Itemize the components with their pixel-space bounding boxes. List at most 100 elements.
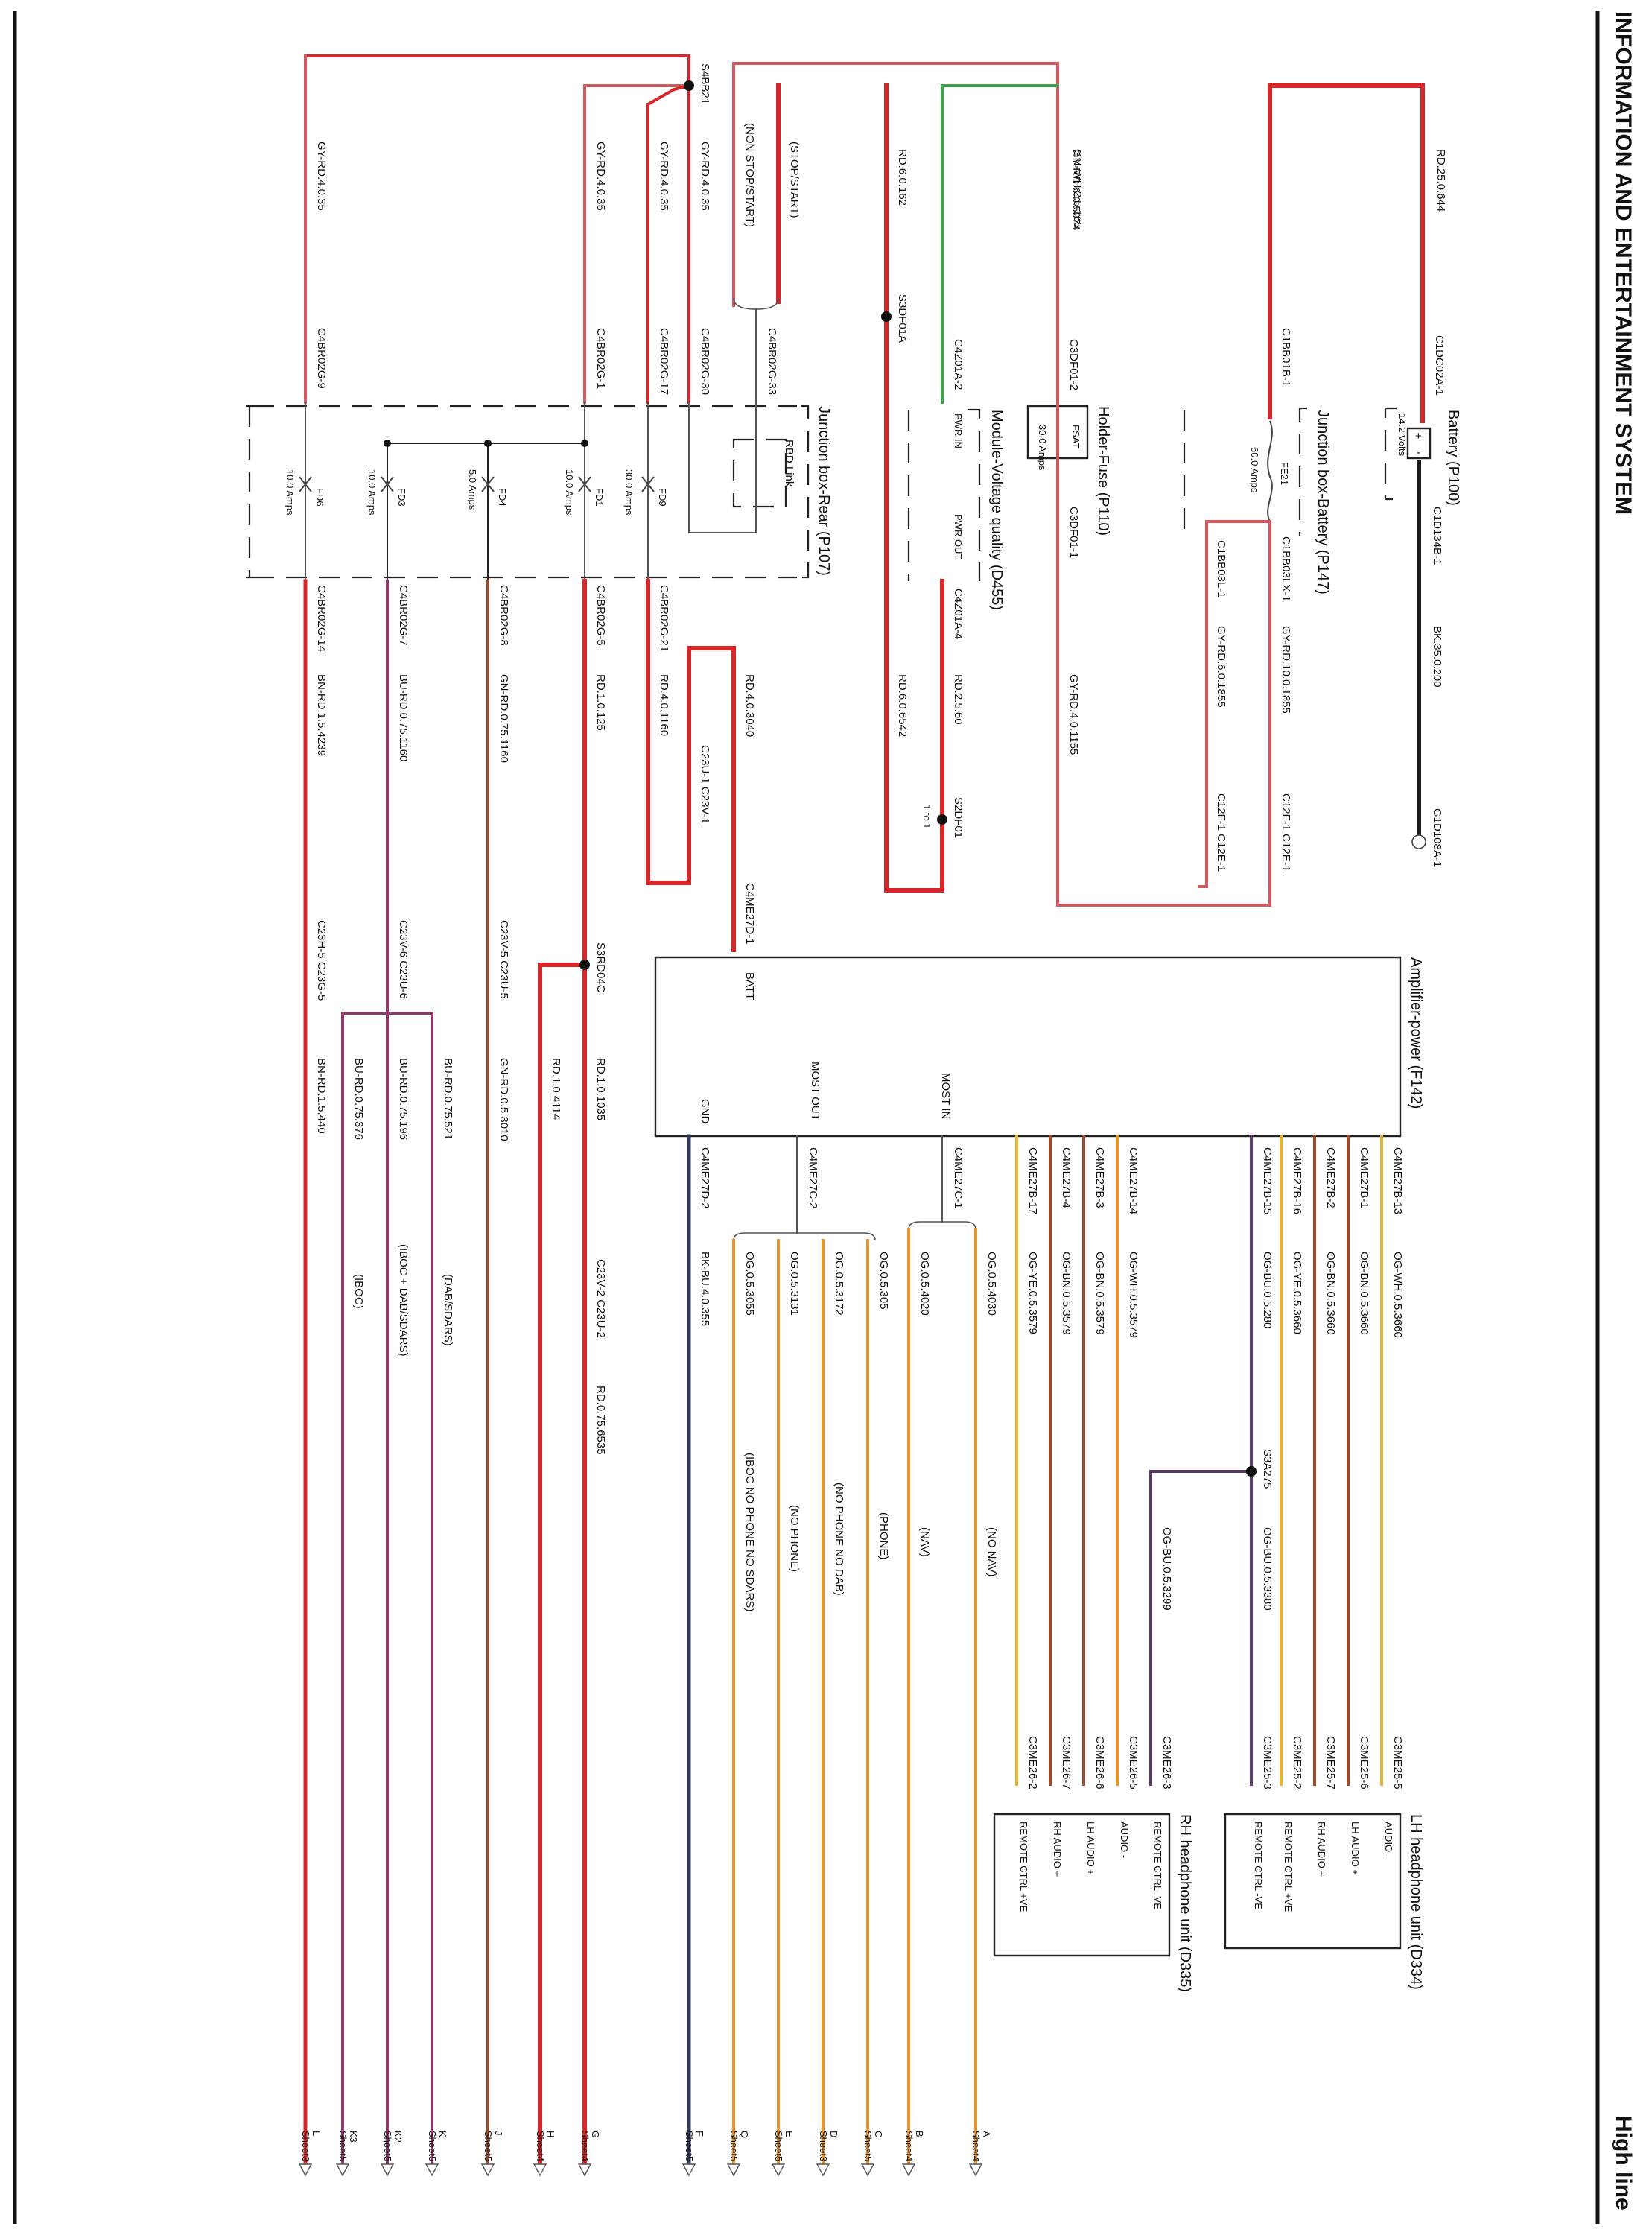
wire-label-gy-rd-4-1155: GY-RD.4.0.1155 bbox=[1067, 674, 1080, 755]
amp-most-in-label: MOST IN bbox=[939, 1073, 952, 1119]
splice-s3df01a bbox=[881, 311, 892, 322]
wire-label-og-3172: OG.0.5.3172 bbox=[833, 1252, 845, 1316]
sheet-ref-letter: E bbox=[784, 2131, 795, 2137]
amp-gnd-label: GND bbox=[699, 1099, 711, 1124]
variant-label: High line bbox=[1611, 2116, 1636, 2210]
wire-label-bu-rd-521: BU-RD.0.75.521 bbox=[442, 1058, 454, 1140]
wire-label-og-bu-280: OG-BU.0.5.280 bbox=[1261, 1252, 1274, 1328]
wire-label-rd-6-6542: RD.6.0.6542 bbox=[896, 674, 909, 737]
wire-battery-main bbox=[1268, 83, 1425, 419]
conn-c3df01-1: C3DF01-1 bbox=[1067, 507, 1080, 558]
rbd-link-label: RBD Link bbox=[783, 440, 795, 487]
lh-pin-label: RH AUDIO + bbox=[1316, 1822, 1327, 1877]
lh-pin-label: REMOTE CTRL -VE bbox=[1253, 1822, 1264, 1909]
sheet-ref-arrow bbox=[771, 2163, 786, 2177]
rh-pin-label: LH AUDIO + bbox=[1085, 1822, 1096, 1875]
conn-c4me27b-16: C4ME27B-16 bbox=[1291, 1147, 1303, 1214]
conn-c4br02g-1: C4BR02G-1 bbox=[594, 328, 607, 389]
wire-label-gy-rd-6-1855: GY-RD.6.0.1855 bbox=[1215, 626, 1227, 708]
conn-c4me27b-4: C4ME27B-4 bbox=[1060, 1147, 1073, 1208]
conn-c4me27b-13: C4ME27B-13 bbox=[1391, 1147, 1404, 1214]
jbox-battery-title: Junction box-Battery (P147) bbox=[1315, 410, 1331, 595]
sheet-ref-sheet: Sheet3 bbox=[300, 2131, 311, 2161]
voltage-module-dash bbox=[907, 408, 981, 581]
sheet-ref-sheet: Sheet5 bbox=[483, 2131, 494, 2161]
sheet-ref-letter: A bbox=[981, 2131, 992, 2137]
sheet-ref-sheet: Sheet5 bbox=[862, 2131, 874, 2161]
lh-headphone-box bbox=[1224, 1813, 1402, 1950]
wire-label-rd-6-162: RD.6.0.162 bbox=[896, 149, 909, 206]
conn-c4me27b-15: C4ME27B-15 bbox=[1261, 1147, 1274, 1214]
svg-text:10.0 Amps: 10.0 Amps bbox=[564, 469, 575, 516]
label-non-stop-start: (NON STOP/START) bbox=[743, 123, 756, 227]
wire-label-bn-rd-440: BN-RD.1.5.440 bbox=[315, 1058, 328, 1134]
rh-pin-label: REMOTE CTRL -VE bbox=[1152, 1822, 1163, 1909]
splice-s3a275-label: S3A275 bbox=[1261, 1449, 1274, 1489]
conn-c4br02g-14: C4BR02G-14 bbox=[315, 585, 328, 652]
conn-c4br02g-8: C4BR02G-8 bbox=[498, 585, 510, 646]
splice-s3rd04c bbox=[579, 960, 590, 970]
svg-text:FD4: FD4 bbox=[497, 488, 508, 507]
wire-gy-rd-35-top bbox=[304, 54, 690, 404]
wire-label-og-3131: OG.0.5.3131 bbox=[788, 1252, 801, 1316]
label-no-nav: (NO NAV) bbox=[985, 1527, 998, 1576]
wire-label-bu-rd-1160: BU-RD.0.75.1160 bbox=[397, 674, 410, 761]
conn-c4br02g-33: C4BR02G-33 bbox=[766, 328, 778, 395]
label-iboc: (IBOC) bbox=[352, 1274, 365, 1309]
amplifier-box bbox=[654, 956, 1402, 1138]
sheet-ref-sheet: Sheet4 bbox=[535, 2131, 546, 2161]
wire-label-og-ye-3660: OG-YE.0.5.3660 bbox=[1291, 1252, 1303, 1334]
wire-label-gy-rd-d: GY-RD.4.0.35 bbox=[315, 142, 328, 211]
label-iboc-no-phone-no-sdars: (IBOC NO PHONE NO SDARS) bbox=[743, 1453, 756, 1611]
lh-pin-connector: C3ME25-5 bbox=[1391, 1736, 1404, 1789]
lh-pin-label: AUDIO - bbox=[1383, 1822, 1394, 1858]
sheet-ref-arrow bbox=[901, 2163, 916, 2177]
conn-c4br02g-21: C4BR02G-21 bbox=[658, 585, 670, 652]
sheet-ref-sheet: Sheet5 bbox=[773, 2131, 784, 2161]
sheet-ref-sheet: Sheet5 bbox=[382, 2131, 393, 2161]
wire-label-batt-main: RD.25.0.644 bbox=[1435, 149, 1447, 212]
sheet-ref-letter: Q bbox=[739, 2131, 750, 2138]
sheet-ref-arrow bbox=[425, 2163, 439, 2177]
sheet-ref-arrow bbox=[380, 2163, 395, 2177]
bus-dot-2 bbox=[484, 440, 492, 447]
rh-pin-connector: C3ME26-5 bbox=[1127, 1736, 1140, 1789]
wire-label-og-4020: OG.0.5.4020 bbox=[918, 1252, 931, 1316]
rh-pin-connector: C3ME26-7 bbox=[1060, 1736, 1073, 1789]
wire-rd-2-5-60 bbox=[884, 579, 944, 893]
conn-c4z01a-4: C4Z01A-4 bbox=[952, 589, 965, 639]
conn-c4me27d-1: C4ME27D-1 bbox=[743, 883, 756, 945]
lh-pin-connector: C3ME25-3 bbox=[1261, 1736, 1274, 1789]
conn-c4me27c-2: C4ME27C-2 bbox=[807, 1147, 819, 1209]
wire-label-og-305: OG.0.5.305 bbox=[877, 1252, 890, 1310]
wire-label-og-bn-3660-b: OG-BN.0.5.3660 bbox=[1358, 1252, 1370, 1335]
rh-headphone-title: RH headphone unit (D335) bbox=[1177, 1814, 1193, 1992]
battery-dash-box bbox=[1384, 407, 1397, 501]
sheet-ref-arrow bbox=[726, 2163, 741, 2177]
rear-fuse-busbar bbox=[387, 443, 585, 582]
svg-text:10.0 Amps: 10.0 Amps bbox=[366, 469, 378, 516]
sheet-ref-letter: L bbox=[311, 2131, 322, 2136]
stop-bracket bbox=[733, 297, 779, 310]
conn-c12f-1b: C12F-1 C12E-1 bbox=[1215, 793, 1227, 872]
wire-label-gy-rd-a: GY-RD.4.0.35 bbox=[699, 142, 711, 211]
conn-c1bb03lx: C1BB03LX-1 bbox=[1280, 536, 1292, 602]
system-title: INFORMATION AND ENTERTAINMENT SYSTEM bbox=[1611, 11, 1636, 515]
ratio-label: 1 to 1 bbox=[921, 805, 933, 829]
wire-label-bu-rd-196: BU-RD.0.75.196 bbox=[397, 1058, 410, 1140]
conn-c23h-5: C23H-5 C23G-5 bbox=[315, 920, 328, 1001]
sheet-ref-sheet: Sheet5 bbox=[337, 2131, 349, 2161]
splice-s2df01-label: S2DF01 bbox=[952, 797, 965, 838]
lh-pin-connector: C3ME25-2 bbox=[1291, 1736, 1303, 1789]
sheet-ref-sheet: Sheet4 bbox=[903, 2131, 915, 2161]
splice-s4bb21 bbox=[684, 80, 694, 91]
sheet-ref-arrow bbox=[968, 2163, 983, 2177]
conn-c4me27d-2: C4ME27D-2 bbox=[699, 1147, 711, 1209]
wire-label-rd-1-125: RD.1.0.125 bbox=[594, 674, 607, 731]
sheet-references: ASheet4BSheet4CSheet5DSheet3ESheet5QShee… bbox=[298, 2131, 992, 2177]
sheet-ref-arrow bbox=[577, 2163, 592, 2177]
sheet-ref-sheet: Sheet3 bbox=[818, 2131, 829, 2161]
wire-og-bu-3299 bbox=[1149, 1470, 1253, 1786]
conn-c4me27b-14: C4ME27B-14 bbox=[1127, 1147, 1140, 1214]
